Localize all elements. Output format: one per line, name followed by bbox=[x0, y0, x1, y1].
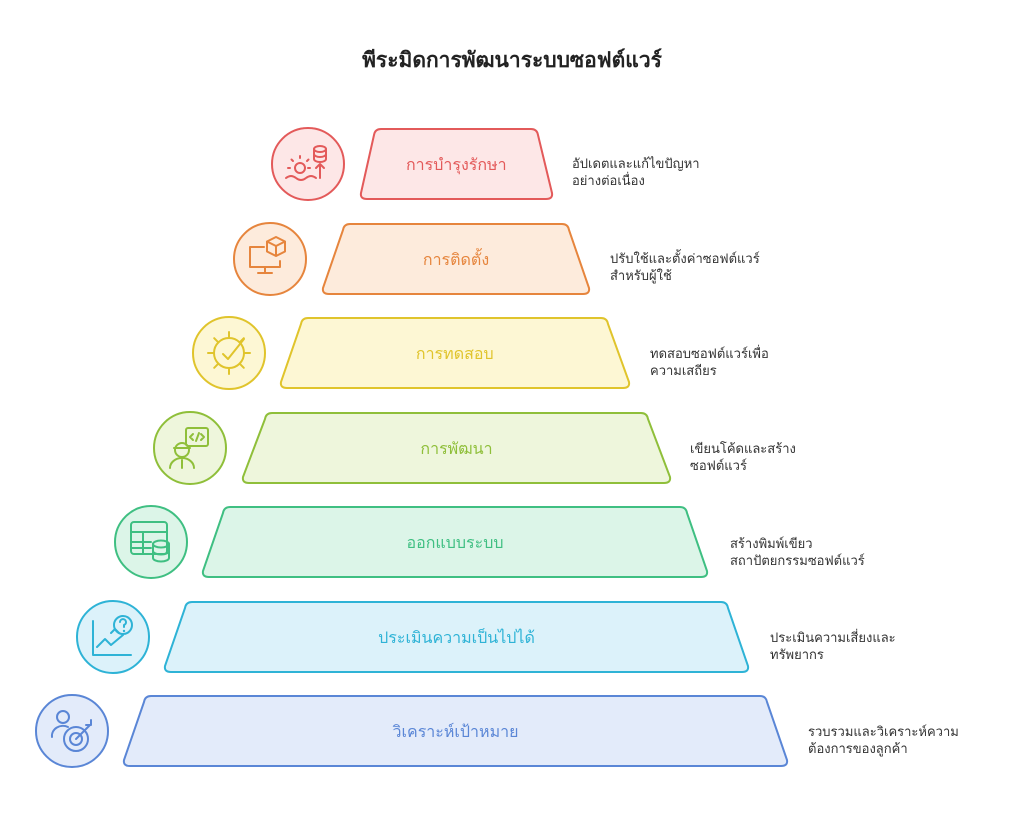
pyramid-tier bbox=[201, 506, 709, 578]
tier-label: วิเคราะห์เป้าหมาย bbox=[393, 722, 519, 741]
pyramid-level: วิเคราะห์เป้าหมาย bbox=[35, 694, 789, 768]
tier-label: การติดตั้ง bbox=[423, 248, 489, 269]
chart-question-icon bbox=[76, 600, 150, 674]
tier-description: ปรับใช้และตั้งค่าซอฟต์แวร์ สำหรับผู้ใช้ bbox=[610, 252, 760, 284]
tier-label: ออกแบบระบบ bbox=[406, 533, 503, 552]
pyramid-tier bbox=[321, 223, 591, 295]
person-target-icon bbox=[35, 694, 109, 768]
tier-description: อัปเดตและแก้ไขปัญหา อย่างต่อเนื่อง bbox=[572, 157, 700, 189]
pyramid-tier bbox=[122, 695, 789, 767]
table-database-icon bbox=[114, 505, 188, 579]
diagram-title: พีระมิดการพัฒนาระบบซอฟต์แวร์ bbox=[362, 48, 662, 72]
pyramid-level: การพัฒนา bbox=[153, 411, 672, 485]
pyramid-level: การติดตั้ง bbox=[233, 222, 591, 296]
deploy-monitor-box-icon bbox=[233, 222, 307, 296]
pyramid-level: การทดสอบ bbox=[192, 316, 631, 390]
tier-description: ประเมินความเสี่ยงและ ทรัพยากร bbox=[770, 631, 896, 663]
pyramid-level: ออกแบบระบบ bbox=[114, 505, 709, 579]
tier-label: การบำรุงรักษา bbox=[406, 155, 507, 175]
pyramid-tier bbox=[241, 412, 672, 484]
pyramid-tier bbox=[279, 317, 631, 389]
tier-label: ประเมินความเป็นไปได้ bbox=[378, 627, 535, 647]
pyramid-tier bbox=[163, 601, 750, 673]
pyramid-level: การบำรุงรักษา bbox=[271, 127, 554, 201]
gear-check-icon bbox=[192, 316, 266, 390]
pyramid-tier bbox=[359, 128, 554, 200]
tier-description: สร้างพิมพ์เขียว สถาปัตยกรรมซอฟต์แวร์ bbox=[730, 537, 865, 569]
pyramid-level: ประเมินความเป็นไปได้ bbox=[76, 600, 750, 674]
tier-label: การพัฒนา bbox=[420, 439, 492, 458]
developer-code-icon bbox=[153, 411, 227, 485]
tier-description: ทดสอบซอฟต์แวร์เพื่อ ความเสถียร bbox=[650, 347, 769, 379]
tier-description: เขียนโค้ดและสร้าง ซอฟต์แวร์ bbox=[690, 442, 796, 474]
tier-label: การทดสอบ bbox=[416, 344, 494, 363]
tier-description: รวบรวมและวิเคราะห์ความ ต้องการของลูกค้า bbox=[808, 725, 959, 757]
maintenance-database-icon bbox=[271, 127, 345, 201]
